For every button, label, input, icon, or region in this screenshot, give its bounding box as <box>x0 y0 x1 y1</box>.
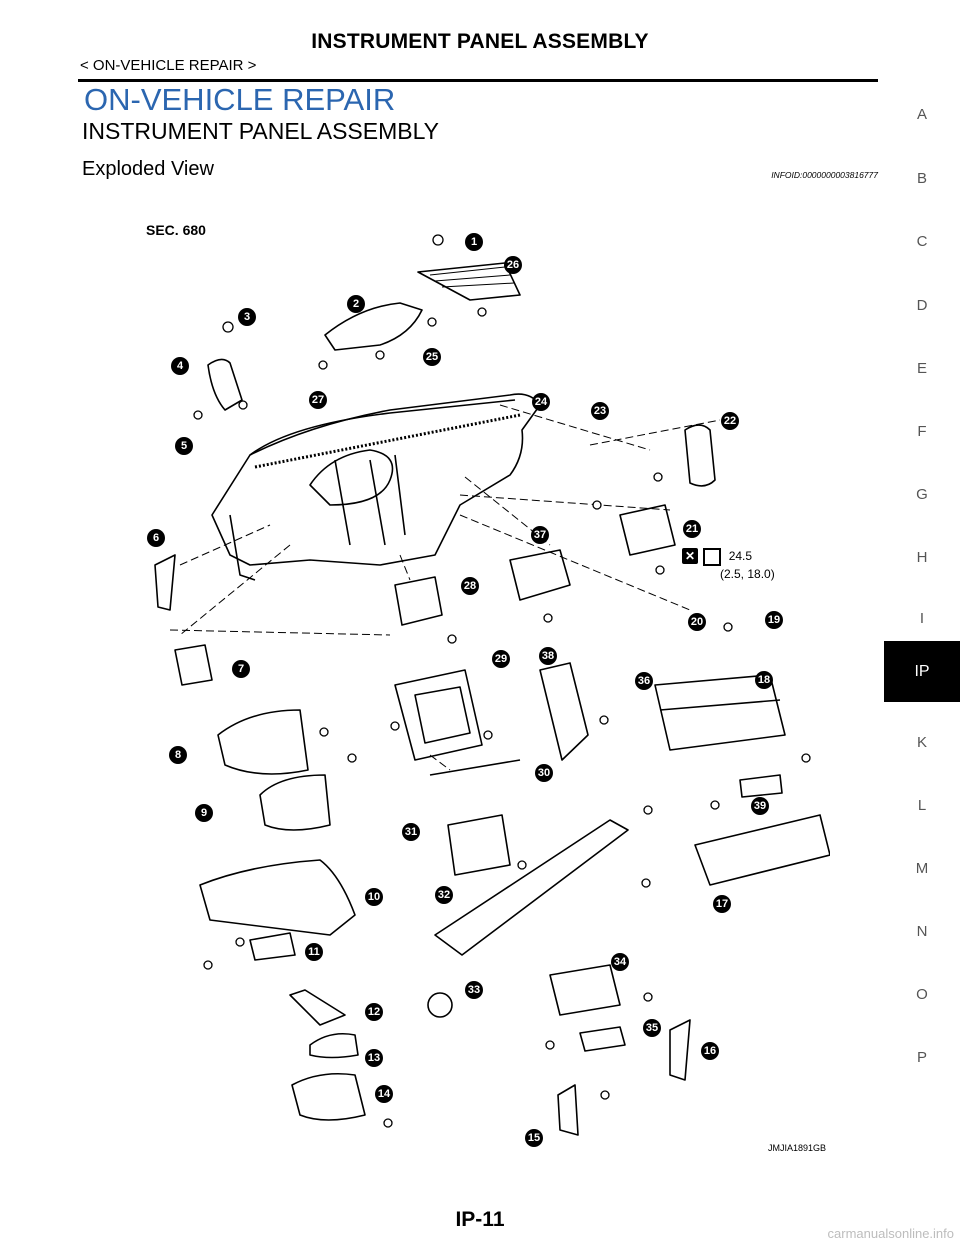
side-tab-i[interactable]: I <box>919 610 925 627</box>
side-tab-o[interactable]: O <box>916 986 928 1003</box>
callout-14: 14 <box>375 1085 393 1103</box>
callout-19: 19 <box>765 611 783 629</box>
callout-15: 15 <box>525 1129 543 1147</box>
side-tab-p[interactable]: P <box>916 1049 927 1066</box>
callout-5: 5 <box>175 437 193 455</box>
callout-6: 6 <box>147 529 165 547</box>
diagram-section-label: SEC. 680 <box>146 222 206 238</box>
callout-28: 28 <box>461 577 479 595</box>
exploded-view-diagram <box>154 234 830 1136</box>
header-rule <box>78 79 878 82</box>
side-tab-c[interactable]: C <box>916 233 928 250</box>
callout-23: 23 <box>591 402 609 420</box>
side-tab-a[interactable]: A <box>916 106 927 123</box>
callout-2: 2 <box>347 295 365 313</box>
callout-9: 9 <box>195 804 213 822</box>
callout-27: 27 <box>309 391 327 409</box>
side-tab-h[interactable]: H <box>916 549 928 566</box>
view-title: Exploded View <box>82 158 214 180</box>
section-title: ON-VEHICLE REPAIR <box>84 82 396 117</box>
side-tab-b[interactable]: B <box>916 170 927 187</box>
callout-30: 30 <box>535 764 553 782</box>
callout-8: 8 <box>169 746 187 764</box>
watermark: carmanualsonline.info <box>827 1226 954 1241</box>
wrench-icon <box>703 548 722 566</box>
torque-spec: ✕ 24.5 (2.5, 18.0) <box>682 548 775 582</box>
side-tab-d[interactable]: D <box>916 297 928 314</box>
callout-39: 39 <box>751 797 769 815</box>
callout-25: 25 <box>423 348 441 366</box>
callout-21: 21 <box>683 520 701 538</box>
callout-34: 34 <box>611 953 629 971</box>
callout-29: 29 <box>492 650 510 668</box>
callout-10: 10 <box>365 888 383 906</box>
callout-37: 37 <box>531 526 549 544</box>
subsection-title: INSTRUMENT PANEL ASSEMBLY <box>82 118 440 144</box>
callout-38: 38 <box>539 647 557 665</box>
callout-11: 11 <box>305 943 323 961</box>
callout-35: 35 <box>643 1019 661 1037</box>
torque-units: (2.5, 18.0) <box>720 567 775 581</box>
side-tab-l[interactable]: L <box>917 797 927 814</box>
info-id: INFOID:0000000003816777 <box>771 170 878 180</box>
callout-24: 24 <box>532 393 550 411</box>
callout-16: 16 <box>701 1042 719 1060</box>
callout-7: 7 <box>232 660 250 678</box>
callout-1: 1 <box>465 233 483 251</box>
side-tab-m[interactable]: M <box>915 860 929 877</box>
torque-value: 24.5 <box>728 549 753 564</box>
side-tab-g[interactable]: G <box>916 486 928 503</box>
callout-22: 22 <box>721 412 739 430</box>
side-tab-e[interactable]: E <box>916 360 927 377</box>
torque-icon: ✕ <box>682 548 698 565</box>
callout-17: 17 <box>713 895 731 913</box>
side-tab-ip[interactable]: IP <box>884 641 960 702</box>
callout-31: 31 <box>402 823 420 841</box>
callout-13: 13 <box>365 1049 383 1067</box>
side-tab-n[interactable]: N <box>916 923 928 940</box>
callout-26: 26 <box>504 256 522 274</box>
callout-3: 3 <box>238 308 256 326</box>
figure-code: JMJIA1891GB <box>768 1143 827 1153</box>
side-tab-f[interactable]: F <box>917 423 927 440</box>
page-header-title: INSTRUMENT PANEL ASSEMBLY <box>311 30 649 53</box>
callout-4: 4 <box>171 357 189 375</box>
side-tab-k[interactable]: K <box>916 734 927 751</box>
callout-33: 33 <box>465 981 483 999</box>
callout-20: 20 <box>688 613 706 631</box>
callout-36: 36 <box>635 672 653 690</box>
callout-12: 12 <box>365 1003 383 1021</box>
page-number: IP-11 <box>455 1208 505 1231</box>
breadcrumb[interactable]: < ON-VEHICLE REPAIR > <box>80 57 257 74</box>
callout-18: 18 <box>755 671 773 689</box>
callout-32: 32 <box>435 886 453 904</box>
